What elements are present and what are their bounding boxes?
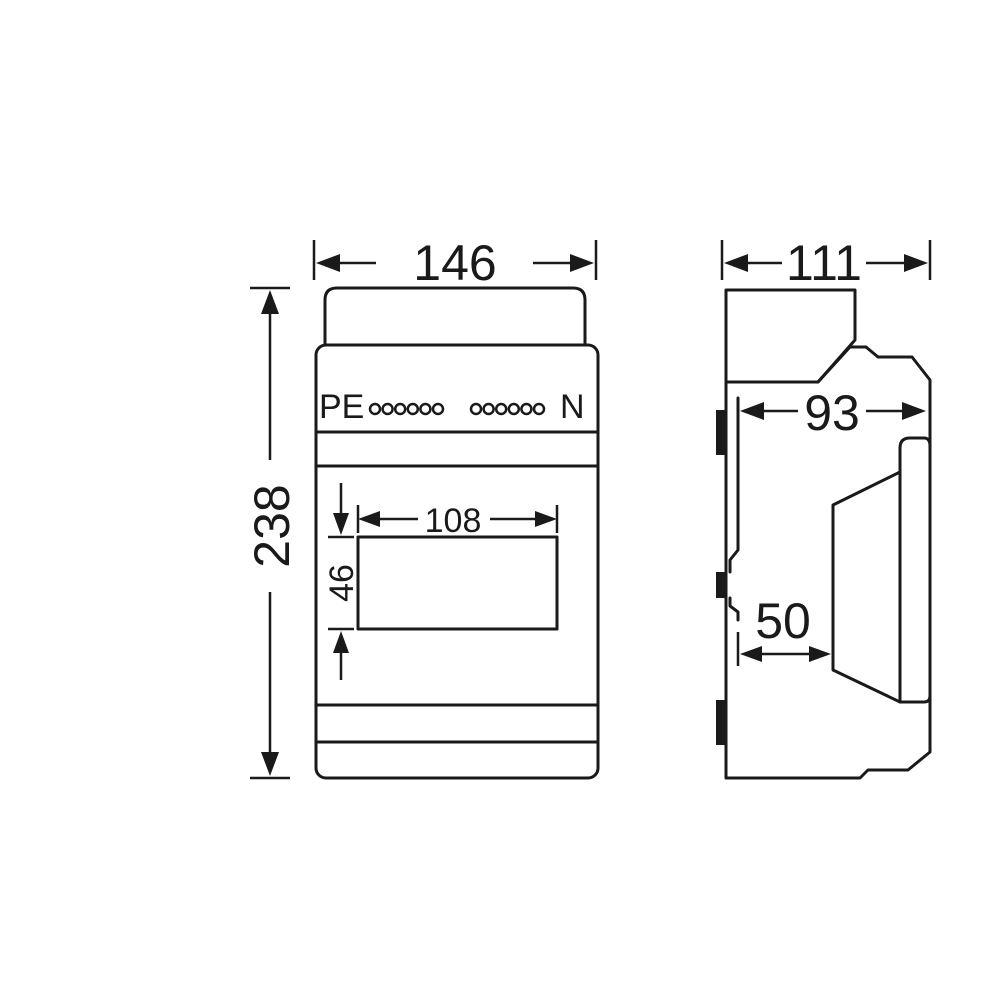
window-width-dimension: 108 <box>356 502 559 540</box>
n-terminal-hole <box>507 402 521 416</box>
side-inner-depth-dimension: 93 <box>740 385 926 441</box>
n-terminal-hole <box>520 402 533 416</box>
n-terminal-hole <box>494 402 508 416</box>
pe-terminal-holes <box>368 402 445 416</box>
front-view: PE N 108 46 <box>244 235 600 780</box>
side-cover <box>898 436 932 704</box>
n-terminal-hole <box>482 402 495 416</box>
side-outer-profile <box>724 288 857 384</box>
front-body <box>314 343 600 780</box>
pe-terminal-hole <box>431 402 445 416</box>
side-depth-dimension: 111 <box>720 235 932 291</box>
din-rail-profile <box>728 396 740 622</box>
n-terminal-holes <box>469 402 546 416</box>
pe-terminal-hole <box>368 402 382 416</box>
n-terminal-hole <box>532 402 546 416</box>
wall-clip-top <box>716 410 726 455</box>
front-width-label: 146 <box>413 235 496 291</box>
pe-terminal-hole <box>406 402 420 416</box>
n-label: N <box>560 388 585 426</box>
pe-label: PE <box>319 388 364 426</box>
front-height-dimension: 238 <box>244 286 300 780</box>
pe-terminal-hole <box>419 402 432 416</box>
front-top-cap <box>323 286 587 347</box>
pe-terminal-hole <box>393 402 407 416</box>
front-height-label: 238 <box>244 484 300 567</box>
window-height-label: 46 <box>323 564 361 602</box>
wall-clip-bottom <box>716 700 726 745</box>
wall-clip-middle <box>716 572 726 598</box>
pe-terminal-hole <box>381 402 394 416</box>
front-window <box>356 535 559 631</box>
side-cover-window <box>831 470 902 704</box>
side-inner-depth-label: 93 <box>804 385 860 441</box>
window-height-dimension: 46 <box>323 483 361 680</box>
window-width-label: 108 <box>425 502 482 540</box>
side-cover-depth-dimension: 50 <box>736 593 835 666</box>
side-depth-label: 111 <box>786 235 862 291</box>
side-view: 111 93 50 <box>716 235 932 780</box>
n-terminal-hole <box>469 402 483 416</box>
front-width-dimension: 146 <box>312 235 598 291</box>
side-cover-depth-label: 50 <box>755 593 811 649</box>
